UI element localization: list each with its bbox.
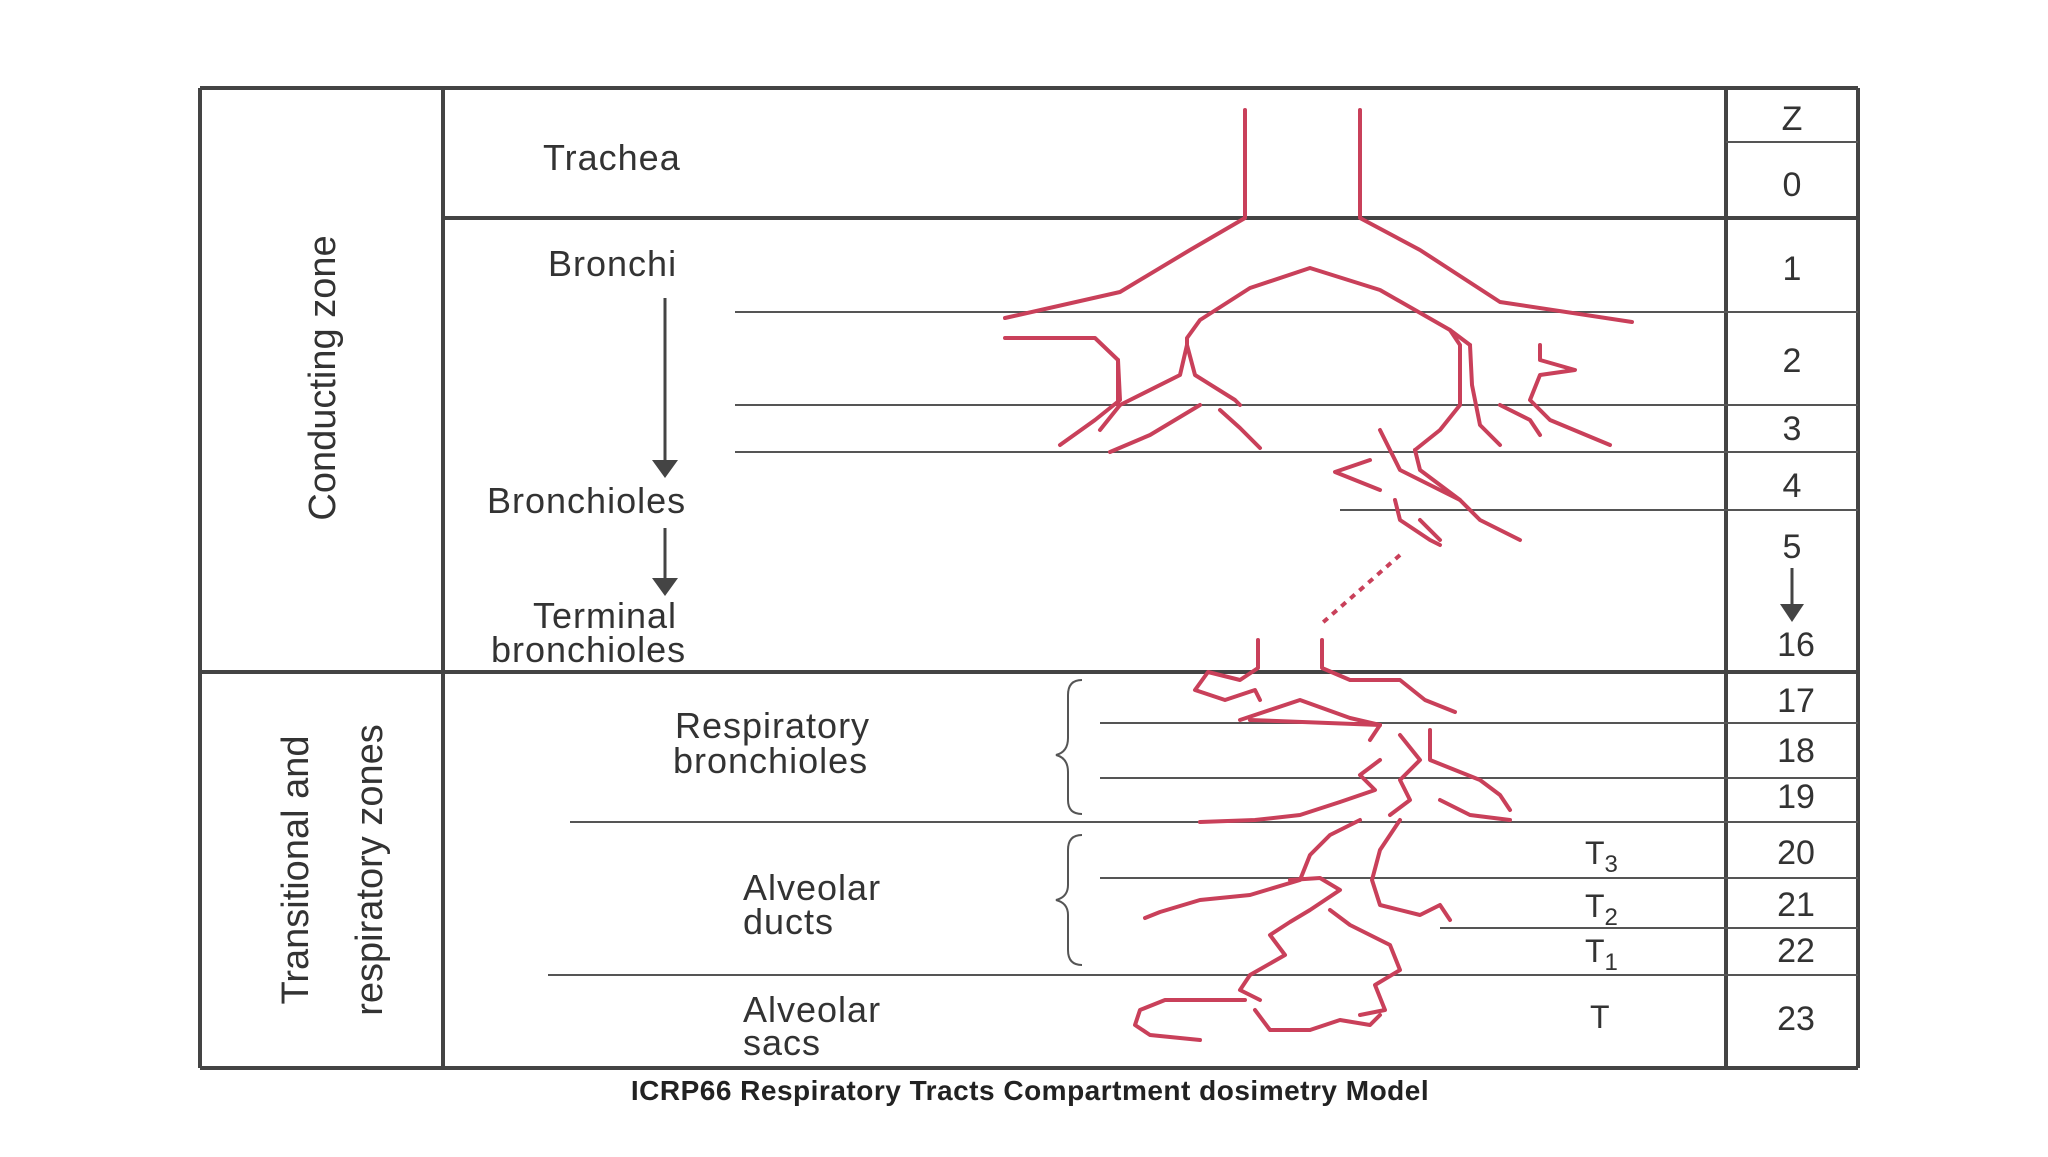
t-label: T: [1590, 999, 1610, 1035]
figure-caption: ICRP66 Respiratory Tracts Compartment do…: [631, 1075, 1429, 1106]
alveolar-ducts-label-line2: ducts: [743, 901, 834, 942]
transitional-zone-label-line1: Transitional and: [275, 736, 317, 1005]
zone-frames: [198, 86, 1860, 1070]
terminal-bronchioles-label-line2: bronchioles: [491, 629, 686, 670]
progression-arrows: [652, 298, 678, 596]
generation-2: 2: [1783, 342, 1802, 380]
generation-dividers: [548, 141, 1858, 976]
t3-label: T3: [1585, 835, 1618, 878]
alveolar-sacs-label-line1: Alveolar: [743, 989, 881, 1030]
generation-0: 0: [1783, 166, 1802, 204]
generation-23: 23: [1777, 1000, 1815, 1038]
alveolar-sacs-label-line2: sacs: [743, 1022, 821, 1063]
generation-18: 18: [1777, 732, 1815, 770]
generation-17: 17: [1777, 682, 1815, 720]
generation-19: 19: [1777, 778, 1815, 816]
generation-3: 3: [1783, 410, 1802, 448]
region-braces: [1055, 679, 1083, 966]
generation-header: Z: [1782, 100, 1803, 138]
generation-16: 16: [1777, 626, 1815, 664]
transitional-zone-label-line2: respiratory zones: [349, 724, 391, 1015]
generation-22: 22: [1777, 932, 1815, 970]
conducting-zone-label: Conducting zone: [302, 235, 344, 520]
transitional-labels: T3 T2 T1 T: [1585, 835, 1618, 1035]
t1-label: T1: [1585, 933, 1618, 976]
airway-tree-illustration: [1003, 108, 1634, 1042]
respiratory-bronchioles-label-line2: bronchioles: [673, 740, 868, 781]
generation-20: 20: [1777, 834, 1815, 872]
generation-1: 1: [1783, 250, 1802, 288]
generation-4: 4: [1783, 467, 1802, 505]
alveolar-ducts-label-line1: Alveolar: [743, 867, 881, 908]
respiratory-bronchioles-label-line1: Respiratory: [675, 705, 870, 746]
t2-label: T2: [1585, 888, 1618, 931]
generation-21: 21: [1777, 886, 1815, 924]
bronchioles-label: Bronchioles: [487, 480, 686, 521]
terminal-bronchioles-label-line1: Terminal: [533, 595, 677, 636]
generation-column: Z 0 1 2 3 4 5 16 17 18 19 20 21 22 23: [1777, 100, 1815, 1038]
trachea-label: Trachea: [543, 137, 681, 178]
bronchi-label: Bronchi: [548, 243, 677, 284]
generation-5: 5: [1783, 528, 1802, 566]
